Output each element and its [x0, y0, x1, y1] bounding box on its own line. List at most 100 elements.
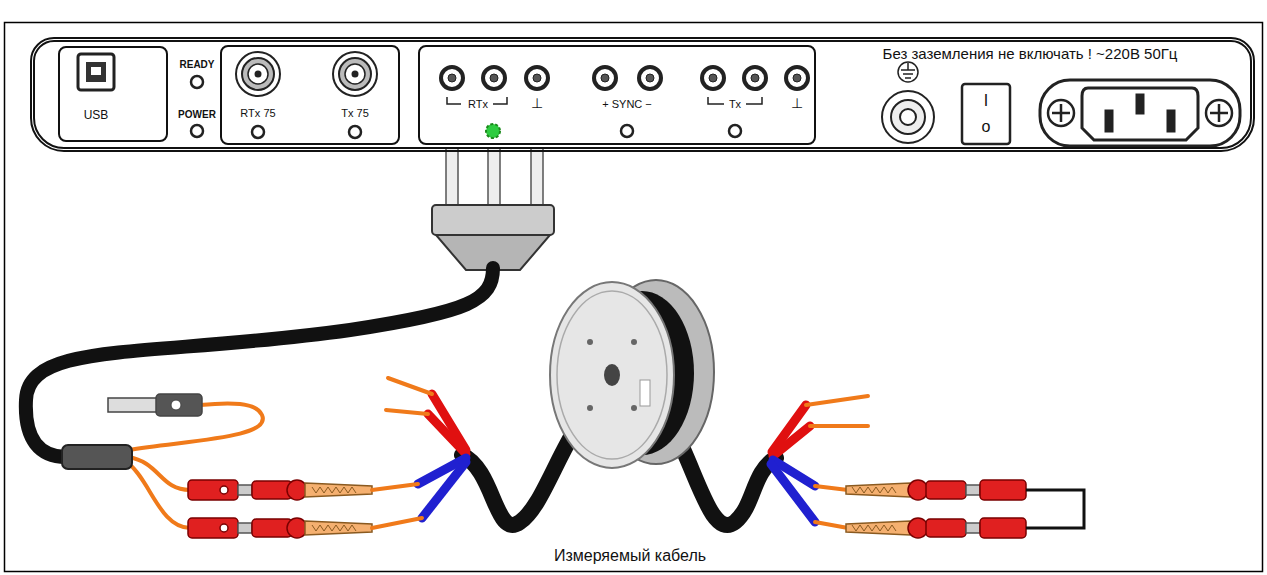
- clip-jaw: [305, 521, 372, 535]
- clip-jaw: [846, 483, 910, 497]
- led-label: POWER: [178, 109, 216, 120]
- clip-teeth: [852, 487, 896, 493]
- node-text: Tx 75: [341, 107, 369, 119]
- device-panel: Без заземления не включать ! ~220В 50ГцU…: [30, 37, 1255, 152]
- spool-hub: [604, 364, 620, 386]
- clip-metal: [966, 523, 980, 533]
- jack: [744, 67, 766, 89]
- clip-plug: [980, 518, 1026, 538]
- led-label: READY: [179, 59, 214, 70]
- bnc-ring: [339, 58, 371, 90]
- led: [252, 126, 264, 138]
- spool-bolt: [631, 339, 637, 345]
- alligator-clip: [188, 518, 372, 538]
- clip-plug-hole: [220, 486, 228, 494]
- plug-prong: [488, 148, 500, 210]
- screw: [1206, 100, 1232, 126]
- jack-hole: [533, 74, 541, 82]
- ground-symbol: [898, 62, 918, 82]
- switch-mark: I: [984, 92, 988, 110]
- power-switch: [962, 84, 1010, 144]
- clip-teeth: [312, 525, 356, 531]
- jack-hole: [709, 74, 717, 82]
- jack: [639, 67, 661, 89]
- node-text: Tx: [729, 98, 741, 110]
- terminal-jacks: [441, 67, 808, 89]
- bnc-pin: [352, 71, 359, 78]
- alligator-clip: [846, 518, 1026, 538]
- socket-pin: [1136, 94, 1144, 114]
- clip-handle: [252, 481, 292, 499]
- spool-rim: [557, 291, 667, 459]
- usb-port-body: [78, 54, 114, 90]
- screw: [1048, 100, 1074, 126]
- plug-body: [432, 205, 554, 235]
- node-text: + SYNC −: [602, 98, 652, 110]
- clip-jaw: [846, 521, 910, 535]
- jack-hole: [448, 74, 456, 82]
- clip-handle: [926, 519, 966, 537]
- jack-hole: [751, 74, 759, 82]
- jack: [594, 67, 616, 89]
- ground-terminal: [882, 91, 934, 143]
- node-text: RTx: [468, 98, 488, 110]
- banana-plug-tip: [108, 398, 158, 412]
- banana-plug-body: [156, 394, 202, 416]
- led: [191, 125, 203, 137]
- spool-sticker: [640, 380, 650, 406]
- clip-handle: [926, 481, 966, 499]
- jack: [483, 67, 505, 89]
- screw-slot: [1210, 104, 1228, 122]
- frame: [5, 23, 1263, 572]
- bnc-pin: [255, 71, 262, 78]
- conductor-end: [386, 410, 428, 414]
- blue-conductor: [422, 462, 466, 518]
- banana-plug: [108, 394, 202, 416]
- jack-hole: [601, 74, 609, 82]
- clip-teeth: [852, 525, 896, 531]
- led-on: [486, 124, 500, 138]
- ground-symbol-ring: [898, 62, 918, 82]
- conductor-end: [810, 424, 868, 428]
- spool-bolt: [587, 405, 593, 411]
- ground-terminal-ring: [891, 100, 925, 134]
- socket-pin: [1105, 110, 1113, 132]
- jack: [441, 67, 463, 89]
- led: [621, 125, 633, 137]
- short-wire: [1026, 490, 1084, 528]
- test-plug: [432, 148, 554, 270]
- banana-plug-hole: [171, 400, 181, 410]
- spool-front-flange: [550, 282, 674, 468]
- bnc-ring: [242, 58, 274, 90]
- jack-hole: [490, 74, 498, 82]
- led: [191, 76, 203, 88]
- alligator-clip: [846, 480, 1026, 500]
- clip-bulb: [287, 480, 307, 500]
- jack-hole: [646, 74, 654, 82]
- usb-port-notch: [91, 67, 101, 75]
- bnc-connector: [333, 52, 377, 96]
- jack: [526, 67, 548, 89]
- conductor-end: [388, 378, 432, 394]
- test-lead: [26, 268, 493, 457]
- power-socket: [1040, 80, 1240, 146]
- clip-plug: [980, 480, 1026, 500]
- clip-bulb: [908, 518, 928, 538]
- ground-terminal-ring: [900, 109, 916, 125]
- conductor-end: [815, 522, 848, 528]
- power-socket-inlet: [1082, 88, 1198, 140]
- clip-metal: [238, 523, 252, 533]
- ground-terminal-ring: [882, 91, 934, 143]
- bnc-ring: [248, 64, 268, 84]
- clip-plug: [188, 518, 238, 538]
- cable-spool: [550, 280, 714, 468]
- jack: [786, 67, 808, 89]
- cable-conductors: [771, 396, 868, 528]
- alligator-clip: [188, 480, 372, 500]
- ground-symbol-lines: [901, 63, 915, 78]
- plug-prong: [446, 148, 458, 210]
- socket-pin: [1167, 110, 1175, 132]
- power-socket-body: [1040, 80, 1240, 146]
